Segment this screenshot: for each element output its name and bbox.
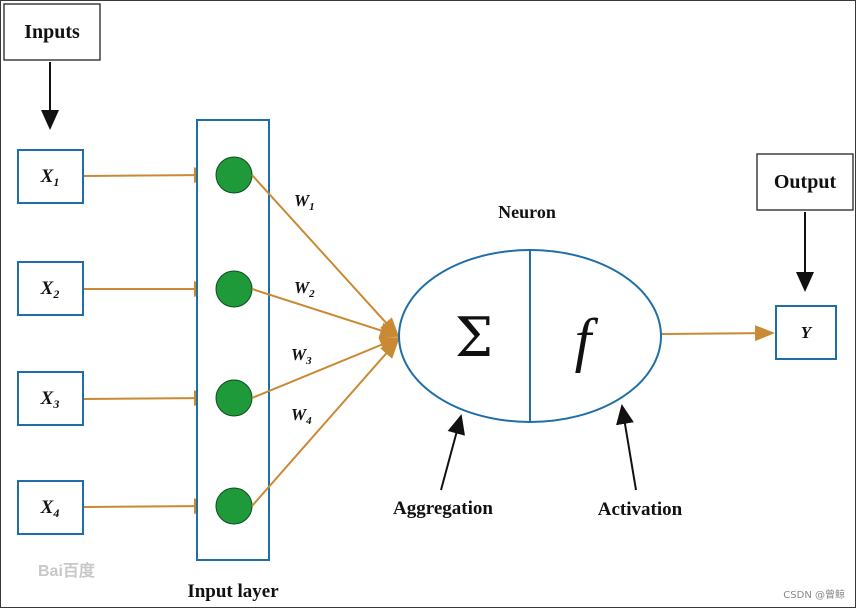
input-layer-label: Input layer <box>187 581 279 602</box>
output-label-box: Output <box>756 153 854 211</box>
input-x2-label: X2 <box>40 278 60 301</box>
input-x4-label: X4 <box>40 497 60 520</box>
weight-connection-2 <box>251 288 400 339</box>
activation-label: Activation <box>598 499 683 520</box>
input-x2-box: X2 <box>17 261 84 316</box>
aggregation-arrow <box>440 414 465 491</box>
input-node-3 <box>215 379 253 417</box>
input-x1-label: X1 <box>40 166 60 189</box>
connection-x4-node4 <box>83 498 214 515</box>
output-label: Output <box>774 171 837 193</box>
inputs-label-box: Inputs <box>3 3 101 61</box>
connection-x1-node1 <box>83 167 214 184</box>
input-x1-box: X1 <box>17 149 84 204</box>
input-node-2 <box>215 270 253 308</box>
sum-symbol: Σ <box>455 306 493 369</box>
input-node-1 <box>215 156 253 194</box>
aggregation-label: Aggregation <box>393 498 493 519</box>
inputs-label: Inputs <box>24 21 80 43</box>
input-x3-label: X3 <box>40 388 60 411</box>
weight-connection-4 <box>251 338 400 507</box>
input-x3-box: X3 <box>17 371 84 426</box>
input-x4-box: X4 <box>17 480 84 535</box>
connection-neuron-output <box>661 325 775 342</box>
baidu-watermark: Bai百度 <box>38 561 96 580</box>
connection-x3-node3 <box>83 390 214 407</box>
output-y-label: Y <box>801 323 813 342</box>
weight-label-1: W1 <box>294 191 315 213</box>
weight-label-2: W2 <box>294 278 315 300</box>
input-layer-box <box>196 119 270 561</box>
input-node-4 <box>215 487 253 525</box>
output-y-box: Y <box>775 305 837 360</box>
activation-arrow <box>616 404 637 491</box>
csdn-credit: CSDN @曾鲸 <box>783 588 845 601</box>
weight-label-4: W4 <box>291 405 312 427</box>
weight-label-3: W3 <box>291 345 312 367</box>
weight-connection-3 <box>251 337 400 399</box>
neuron-label: Neuron <box>498 202 556 222</box>
weight-connection-1 <box>251 174 400 338</box>
